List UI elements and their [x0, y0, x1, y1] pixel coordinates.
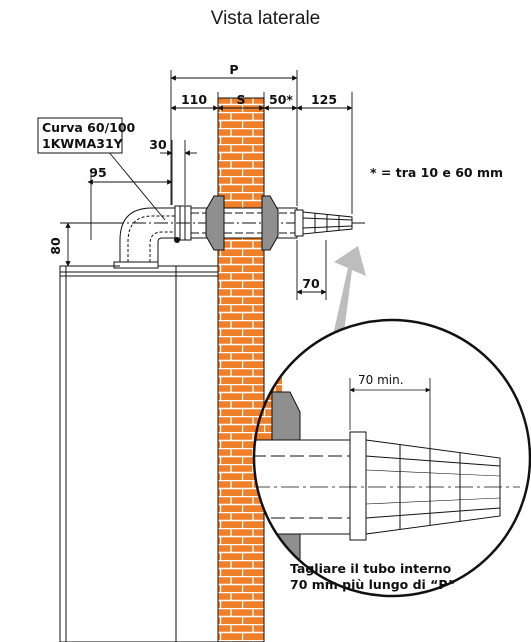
curve-label-box [37, 117, 123, 154]
brick-wall [217, 97, 265, 642]
elbow-center-point [174, 237, 180, 243]
detail-cut-line2: 70 mm più lungo di “P” [290, 577, 456, 592]
elbow-curve [119, 205, 192, 262]
dim-50-label: 50* [269, 92, 293, 107]
boiler-body [59, 261, 219, 642]
dim-125-label: 125 [311, 92, 337, 107]
detail-cut-line1: Tagliare il tubo interno [290, 561, 452, 576]
dim-80-label: 80 [48, 237, 63, 255]
dim-110-label: 110 [181, 92, 207, 107]
wall-gasket-inner [205, 195, 225, 251]
detail-pointer-arrow [331, 246, 366, 348]
dimension-lines [60, 70, 353, 300]
dim-p-label: P [229, 62, 238, 77]
dim-s-label: S [236, 92, 245, 107]
footnote-text: * = tra 10 e 60 mm [370, 165, 503, 180]
detail-circle-border [252, 318, 531, 598]
diagram-title: Vista laterale [210, 8, 321, 29]
detail-magnified-view [254, 320, 520, 596]
detail-min-label: 70 min. [358, 373, 404, 387]
dim-30-label: 30 [149, 137, 167, 152]
wall-gasket-outer [261, 195, 279, 251]
flue-terminal [294, 209, 353, 237]
dim-70-label: 70 [302, 276, 320, 291]
dim-95-label: 95 [89, 165, 106, 180]
curve-label-line2: 1KWMA31Y [42, 136, 124, 151]
curve-label-line1: Curva 60/100 [42, 120, 136, 135]
